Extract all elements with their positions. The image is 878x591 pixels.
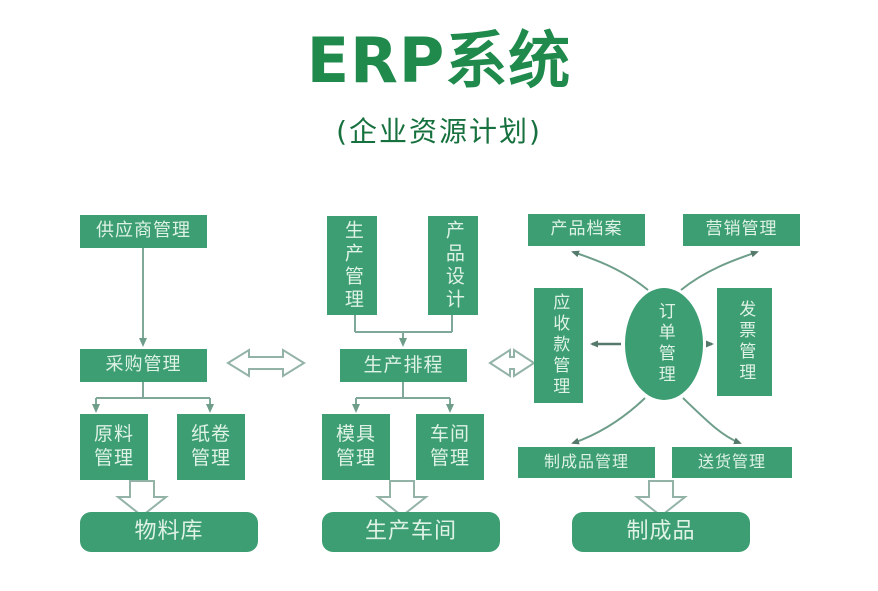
node-raw-material-mgmt[interactable]: 原料 管理: [80, 414, 148, 480]
wire-schedule-to-shopfloor: [352, 382, 454, 413]
node-product-archive[interactable]: 产品档案: [528, 214, 645, 246]
page-subtitle: (企业资源计划): [336, 115, 542, 148]
curve-order-to-delivery: [682, 397, 742, 445]
node-workshop-mgmt[interactable]: 车间 管理: [416, 414, 484, 480]
page-title: ERP系统: [306, 24, 572, 97]
double-arrow-schedule-receivables: [488, 348, 536, 378]
node-paper-roll-mgmt-line2: 管理: [190, 447, 231, 469]
double-arrow-purchase-schedule: [226, 348, 306, 378]
node-production-workshop[interactable]: 生产车间: [322, 512, 500, 552]
node-supplier-mgmt[interactable]: 供应商管理: [80, 215, 207, 248]
wire-production-inputs-to-schedule: [354, 315, 453, 347]
curve-order-to-product-archive: [571, 250, 649, 291]
block-arrow-to-finished-goods: [634, 480, 688, 518]
block-arrow-to-production-workshop: [375, 480, 429, 518]
wire-purchase-to-materials: [92, 382, 214, 413]
node-paper-roll-mgmt-line1: 纸卷: [190, 423, 231, 446]
node-paper-roll-mgmt[interactable]: 纸卷 管理: [177, 414, 245, 480]
node-mold-mgmt-line2: 管理: [335, 447, 376, 469]
node-finished-goods-mgmt[interactable]: 制成品管理: [518, 447, 655, 478]
node-marketing-mgmt[interactable]: 营销管理: [683, 214, 800, 246]
curve-order-to-marketing: [680, 250, 759, 291]
node-invoice-mgmt[interactable]: 发票管理: [717, 288, 772, 396]
node-product-design[interactable]: 产品设计: [428, 216, 478, 315]
node-workshop-mgmt-line2: 管理: [429, 447, 470, 469]
node-purchase-mgmt[interactable]: 采购管理: [80, 349, 207, 382]
node-workshop-mgmt-line1: 车间: [429, 423, 470, 446]
node-finished-goods[interactable]: 制成品: [572, 512, 750, 552]
block-arrow-to-material-warehouse: [115, 480, 169, 518]
node-material-warehouse[interactable]: 物料库: [80, 512, 258, 552]
node-mold-mgmt-line1: 模具: [335, 423, 376, 446]
curve-order-to-finished-goods-mgmt: [571, 397, 646, 445]
node-mold-mgmt[interactable]: 模具 管理: [322, 414, 390, 480]
node-receivables-mgmt[interactable]: 应收款管理: [534, 288, 583, 403]
node-raw-material-mgmt-line2: 管理: [93, 447, 134, 469]
node-order-mgmt[interactable]: 订单管理: [625, 288, 703, 400]
node-delivery-mgmt[interactable]: 送货管理: [672, 447, 792, 478]
node-production-schedule[interactable]: 生产排程: [340, 349, 467, 382]
node-raw-material-mgmt-line1: 原料: [93, 423, 134, 446]
node-production-mgmt[interactable]: 生产管理: [327, 216, 377, 315]
